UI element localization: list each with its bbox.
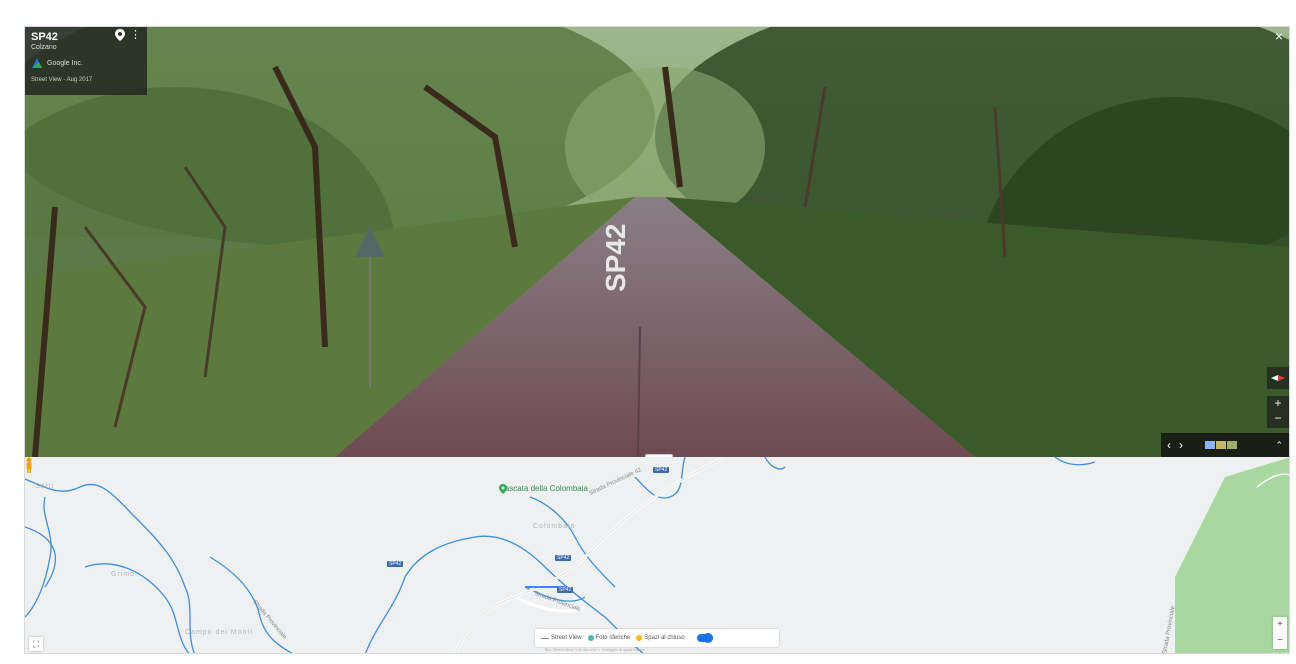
coverage-legend: Street View Foto sferiche Spazi al chius…: [535, 629, 779, 647]
road-shield: SP42: [555, 555, 572, 561]
location-pin-icon[interactable]: [115, 29, 125, 41]
panorama-navigation-bar: ‹ › ⌃: [1161, 433, 1289, 457]
photo-sphere-dot-icon: [587, 635, 594, 641]
street-view-window: SP42 SP42 Colzano Google Inc. Street Vie…: [24, 26, 1290, 654]
map-zoom-control: + −: [1273, 617, 1287, 649]
road-shield: SP42: [653, 467, 670, 473]
legend-interior-label: Spazi al chiuso: [644, 635, 685, 641]
location-subtitle: Colzano: [31, 44, 57, 51]
close-button[interactable]: ×: [1274, 28, 1283, 44]
street-view-panorama[interactable]: SP42 SP42 Colzano Google Inc. Street Vie…: [25, 27, 1289, 457]
legend-photo-sphere: Foto sferiche: [587, 635, 631, 641]
poi-pin-icon: [499, 484, 507, 494]
legend-street-view: Street View: [541, 635, 582, 641]
forest-area: [1175, 457, 1289, 653]
thumbnail-strip[interactable]: [1205, 441, 1237, 449]
compass-icon: [1271, 375, 1285, 381]
photo-author-icon: [32, 58, 42, 68]
place-label: Grimo: [111, 571, 136, 578]
place-label: Campo dei Monti: [185, 629, 253, 636]
capture-date: Street View - Aug 2017: [31, 77, 93, 83]
author-row[interactable]: Google Inc.: [31, 57, 141, 69]
more-options-icon[interactable]: ⋮: [130, 29, 141, 41]
coverage-toggle[interactable]: [696, 633, 713, 643]
map-zoom-out-button[interactable]: −: [1277, 635, 1283, 646]
road-shield: SP42: [387, 561, 404, 567]
place-label: Colombaia: [533, 523, 576, 530]
expand-thumbnails-button[interactable]: ⌃: [1275, 439, 1283, 450]
map-zoom-in-button[interactable]: +: [1277, 619, 1283, 630]
panorama-image: SP42: [25, 27, 1289, 457]
previous-image-button[interactable]: ‹: [1167, 438, 1171, 452]
road-shield: SP42: [557, 587, 574, 593]
thumbnail-image[interactable]: [1205, 441, 1215, 449]
legend-note: Blu: Street View, foto sferiche e immagi…: [545, 647, 645, 652]
compass-control[interactable]: [1267, 367, 1289, 389]
location-info-card: SP42 Colzano Google Inc. Street View - A…: [25, 27, 147, 95]
map-canvas: [25, 457, 1289, 653]
legend-interior: Spazi al chiuso: [636, 635, 685, 641]
photo-author: Google Inc.: [47, 59, 83, 67]
panorama-zoom-out-button[interactable]: −: [1274, 411, 1282, 425]
thumbnail-image[interactable]: [1227, 441, 1237, 449]
street-view-line-icon: [541, 637, 549, 639]
map-panel[interactable]: Cascata della Colombaia Strada Provincia…: [25, 457, 1289, 653]
legend-photo-sphere-label: Foto sferiche: [595, 635, 631, 641]
fullscreen-button[interactable]: ⛶: [29, 637, 43, 651]
interior-dot-icon: [636, 635, 643, 641]
pegman-icon[interactable]: [25, 457, 33, 473]
thumbnail-image[interactable]: [1216, 441, 1226, 449]
place-label: Sotti: [35, 483, 55, 490]
next-image-button[interactable]: ›: [1179, 438, 1183, 452]
poi-cascata[interactable]: Cascata della Colombaia: [499, 484, 588, 494]
legend-street-view-label: Street View: [551, 635, 582, 641]
road-marking-text: SP42: [600, 224, 631, 293]
poi-name: Cascata della Colombaia: [499, 484, 588, 493]
panorama-zoom-control: + −: [1267, 396, 1289, 428]
location-title: SP42: [31, 31, 58, 43]
panorama-zoom-in-button[interactable]: +: [1274, 396, 1282, 410]
